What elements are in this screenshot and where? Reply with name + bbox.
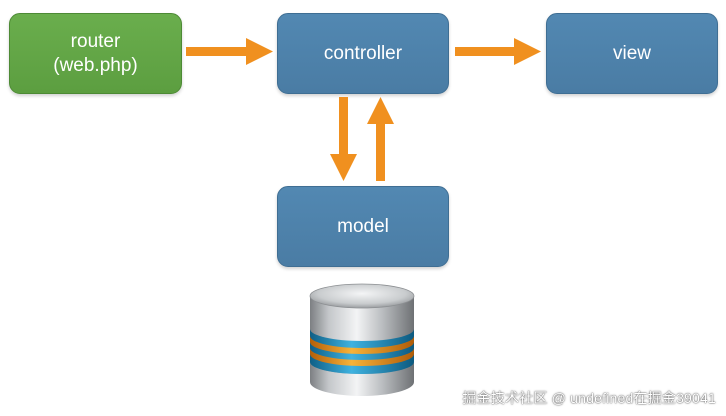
router-label: router (web.php): [53, 30, 138, 76]
router-node: router (web.php): [9, 13, 182, 94]
model-node: model: [277, 186, 449, 267]
watermark: 掘金技术社区 @ undefined在掘金39041: [462, 390, 716, 406]
arrow-router-to-controller: [186, 38, 273, 65]
view-node: view: [546, 13, 718, 94]
controller-node: controller: [277, 13, 449, 94]
controller-label: controller: [323, 42, 403, 64]
model-label: model: [337, 215, 389, 237]
arrow-model-to-controller: [367, 97, 394, 181]
view-label: view: [612, 42, 651, 64]
arrow-controller-to-view: [455, 38, 541, 65]
arrow-controller-to-model: [330, 97, 357, 181]
database-icon: [309, 283, 415, 396]
